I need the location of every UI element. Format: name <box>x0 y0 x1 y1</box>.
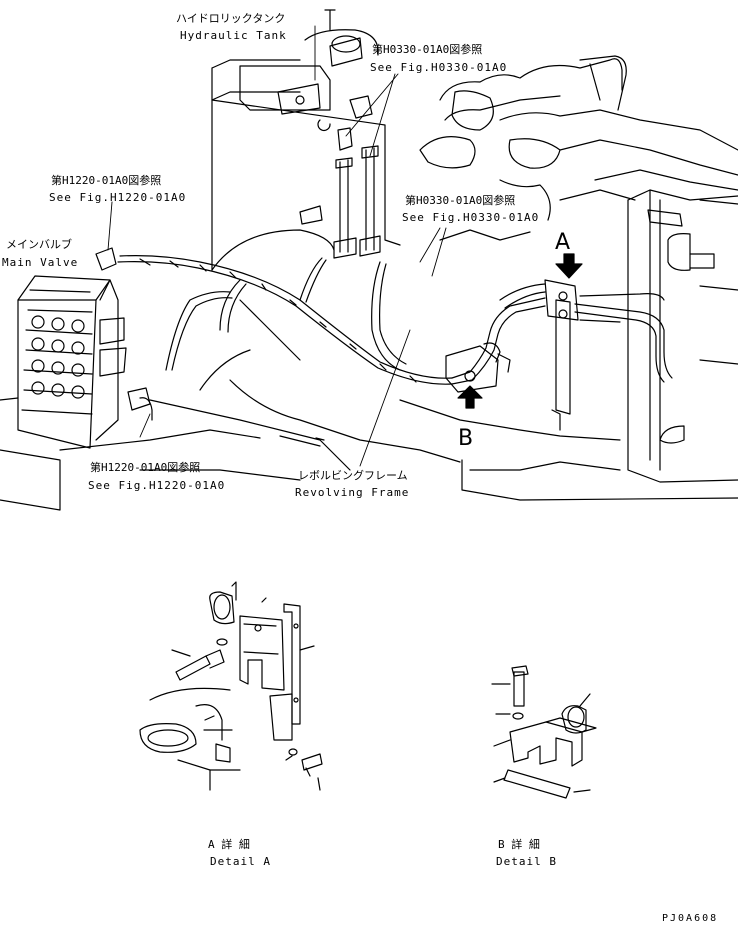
main-valve <box>0 247 153 511</box>
main-valve-label-jp: メインバルブ <box>6 238 72 251</box>
arrow-b-icon <box>457 385 483 409</box>
revolving-frame <box>59 229 738 501</box>
hydraulic-tank-label-jp: ハイドロリックタンク <box>176 12 286 25</box>
detail-a-title-jp: A 詳 細 <box>208 838 250 851</box>
ref-h0330-top-en: See Fig.H0330-01A0 <box>370 61 508 74</box>
detail-b-drawing <box>491 665 597 799</box>
clamp-a <box>544 279 579 431</box>
ref-h0330-top-jp: 第H0330-01A0図参照 <box>372 43 483 56</box>
hydraulic-tank-label-en: Hydraulic Tank <box>180 29 287 42</box>
tank-return-pipes <box>333 145 381 259</box>
ref-h1220-bot-jp: 第H1220-01A0図参照 <box>90 461 201 474</box>
ref-h0330-mid-jp: 第H0330-01A0図参照 <box>405 194 516 207</box>
hydraulic-hoses <box>117 255 673 385</box>
arrow-a-icon <box>555 253 583 279</box>
detail-a-title-en: Detail A <box>210 855 271 868</box>
radiator-core <box>627 189 738 483</box>
callout-letter-b: B <box>458 426 474 451</box>
ref-h1220-bot-en: See Fig.H1220-01A0 <box>88 479 226 492</box>
revolving-frame-label-en: Revolving Frame <box>295 486 410 499</box>
hydraulic-tank <box>211 9 401 271</box>
drawing-number: PJ0A608 <box>662 913 719 924</box>
ref-h0330-mid-en: See Fig.H0330-01A0 <box>402 211 540 224</box>
detail-a-drawing <box>139 581 323 791</box>
main-valve-label-en: Main Valve <box>2 256 79 269</box>
ref-h1220-top-en: See Fig.H1220-01A0 <box>49 191 187 204</box>
ref-h1220-top-jp: 第H1220-01A0図参照 <box>51 174 162 187</box>
detail-b-title-jp: B 詳 細 <box>498 838 540 851</box>
revolving-frame-label-jp: レボルビングフレーム <box>298 469 408 482</box>
detail-b-title-en: Detail B <box>496 855 557 868</box>
engine-outline <box>419 55 738 241</box>
callout-letter-a: A <box>555 230 571 255</box>
clamp-b <box>445 342 511 393</box>
leader-lines <box>107 25 447 467</box>
